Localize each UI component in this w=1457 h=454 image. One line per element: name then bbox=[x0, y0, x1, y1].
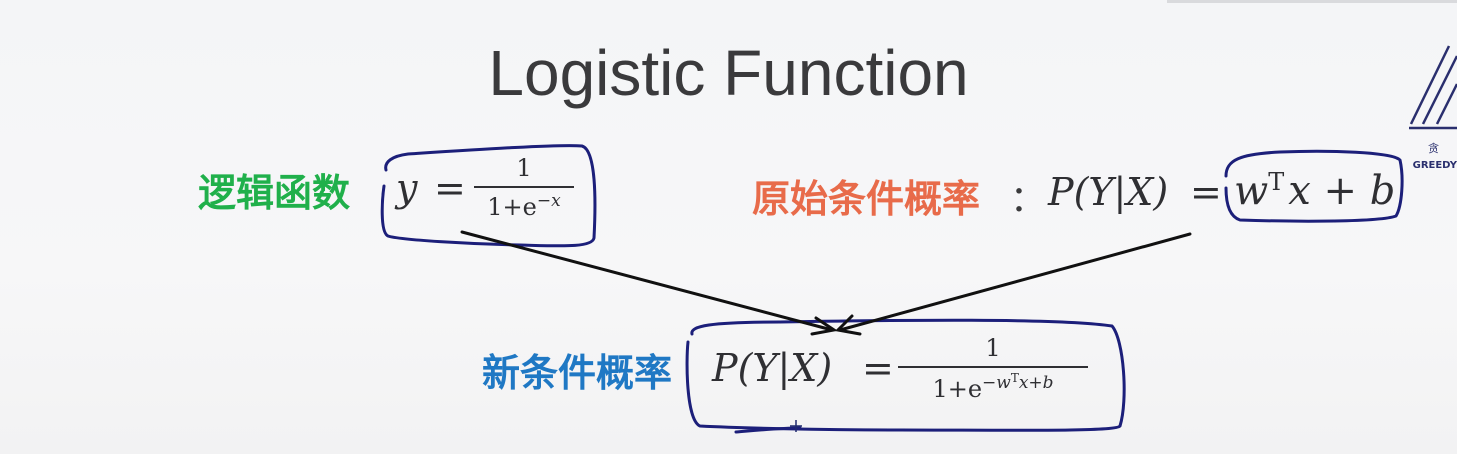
logistic-fraction: 1 1+e−x bbox=[474, 154, 574, 221]
logo-text: GREEDY bbox=[1412, 160, 1457, 171]
original-lhs: P(Y|X) bbox=[1048, 170, 1169, 214]
original-rhs-rest: x + b bbox=[1288, 168, 1396, 215]
logistic-den-exponent: −x bbox=[536, 191, 561, 211]
logistic-fraction-bar bbox=[474, 186, 574, 188]
arrow-from-original bbox=[838, 232, 1192, 332]
original-colon: ： bbox=[1010, 179, 1047, 220]
logistic-function-label: 逻辑函数 bbox=[198, 171, 351, 215]
logistic-equals: = bbox=[434, 166, 466, 210]
new-formula-highlight-box bbox=[685, 318, 1126, 432]
top-edge-bar bbox=[1167, 0, 1457, 3]
logo-char: 贪 bbox=[1428, 142, 1439, 155]
arrow-from-original-head bbox=[834, 314, 862, 336]
logistic-denominator: 1+e−x bbox=[474, 191, 574, 221]
new-probability-label: 新条件概率 bbox=[482, 351, 673, 395]
new-equals: = bbox=[862, 346, 894, 390]
new-lhs: P(Y|X) bbox=[712, 346, 833, 390]
new-den-base: 1+e bbox=[932, 375, 983, 403]
new-denominator: 1+e−wTx+b bbox=[898, 371, 1088, 403]
new-numerator: 1 bbox=[985, 334, 1001, 362]
new-den-exponent: −wTx+b bbox=[982, 371, 1054, 393]
new-den-exp-w: −w bbox=[982, 373, 1011, 393]
logistic-y: y bbox=[396, 166, 418, 210]
new-den-exp-transpose: T bbox=[1010, 371, 1019, 385]
new-fraction-bar bbox=[898, 366, 1088, 368]
new-fraction: 1 1+e−wTx+b bbox=[898, 334, 1088, 403]
new-formula-underline-stroke bbox=[734, 426, 802, 434]
greedy-logo-icon bbox=[1409, 45, 1457, 130]
original-rhs-w: w bbox=[1234, 168, 1269, 215]
original-equals: = bbox=[1190, 170, 1222, 214]
cursor-crosshair bbox=[790, 420, 802, 432]
new-den-exp-rest: x+b bbox=[1018, 373, 1054, 393]
logistic-den-base: 1+e bbox=[487, 193, 537, 221]
logistic-highlight-box bbox=[380, 144, 597, 248]
arrow-from-logistic-head bbox=[810, 316, 838, 336]
original-probability-label: 原始条件概率 bbox=[752, 177, 981, 221]
slide-title: Logistic Function bbox=[488, 37, 969, 109]
arrow-from-logistic bbox=[460, 230, 834, 332]
original-rhs-transpose: T bbox=[1268, 168, 1285, 196]
logistic-lhs: y bbox=[396, 166, 417, 210]
original-rhs-highlight-box bbox=[1224, 149, 1404, 223]
logistic-numerator: 1 bbox=[516, 154, 532, 182]
